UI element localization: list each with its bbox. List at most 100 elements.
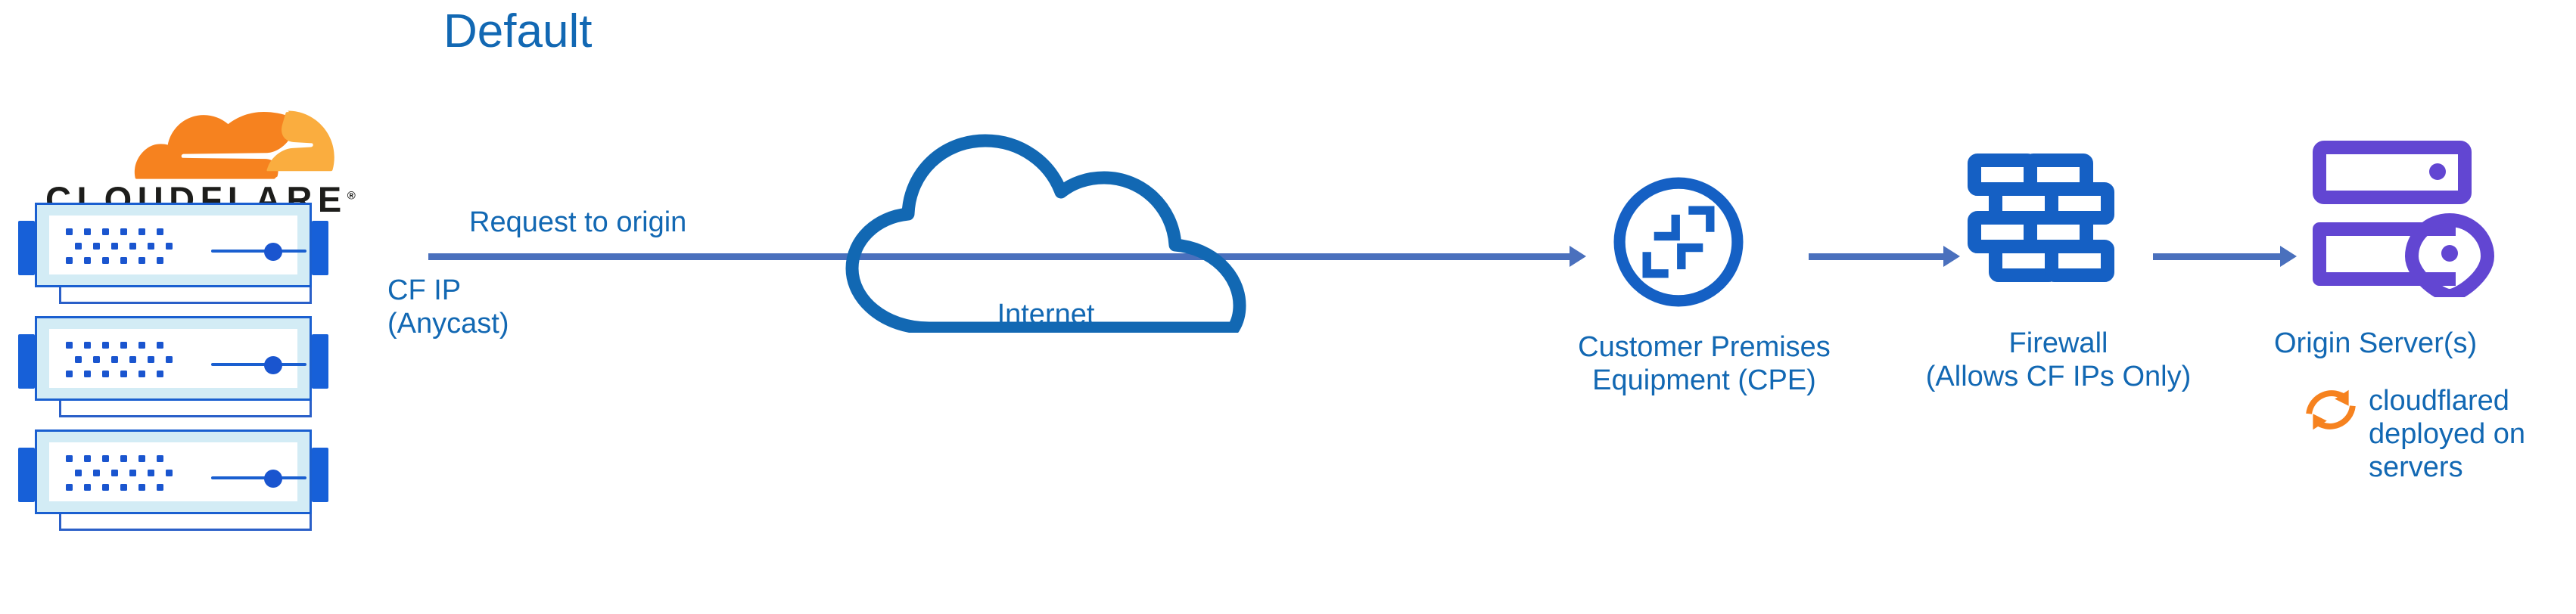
server-port-dot — [166, 356, 173, 363]
origin-server-icon — [2310, 138, 2506, 302]
server-port-dot — [120, 257, 127, 264]
server-mount-ear-right — [312, 334, 328, 389]
server-chassis — [35, 316, 312, 401]
server-port-dot — [102, 455, 109, 462]
router-icon — [1613, 177, 1744, 307]
cloudflare-edge-server — [15, 201, 331, 304]
server-port-dot — [111, 470, 118, 476]
server-status-led — [264, 356, 282, 374]
server-mount-ear-left — [18, 334, 35, 389]
server-port-dot — [157, 257, 163, 264]
server-port-dot — [157, 342, 163, 349]
server-chassis — [35, 203, 312, 287]
internet-label: Internet — [997, 299, 1095, 330]
server-base-shadow — [59, 287, 312, 304]
server-port-dot — [102, 484, 109, 491]
server-faceplate — [49, 216, 306, 274]
server-port-dot — [138, 228, 145, 235]
server-chassis — [35, 429, 312, 514]
server-port-dot — [148, 356, 154, 363]
server-port-dot — [138, 342, 145, 349]
cloudflared-label: cloudflared deployed on servers — [2369, 385, 2526, 484]
server-status-led — [264, 243, 282, 261]
server-port-dot — [102, 371, 109, 377]
server-port-dot — [111, 243, 118, 250]
cpe-label: Customer Premises Equipment (CPE) — [1578, 331, 1831, 397]
cloudflared-sync-icon — [2299, 378, 2363, 442]
arrow-cpe-to-firewall — [1809, 246, 1960, 267]
server-port-dot — [120, 342, 127, 349]
server-port-dot — [148, 470, 154, 476]
sync-arrows-icon — [2306, 389, 2356, 430]
origin-server-label: Origin Server(s) — [2274, 327, 2478, 359]
server-slot-line — [211, 250, 306, 253]
server-port-dot — [120, 484, 127, 491]
internet-cloud: Internet — [840, 113, 1279, 335]
server-port-dot — [75, 243, 82, 250]
server-mount-ear-right — [312, 448, 328, 502]
server-port-dot — [129, 243, 136, 250]
server-port-dot — [93, 470, 100, 476]
server-slot-line — [211, 363, 306, 366]
server-port-dot — [157, 371, 163, 377]
server-port-dot — [84, 455, 91, 462]
server-port-dot — [84, 371, 91, 377]
cf-ip-label: CF IP (Anycast) — [387, 274, 509, 340]
server-port-dot — [102, 342, 109, 349]
server-rack-pin-icon — [2313, 141, 2494, 302]
arrow-internet-to-cpe — [1279, 246, 1586, 267]
server-port-dot — [66, 484, 73, 491]
server-port-dot — [120, 228, 127, 235]
server-port-dot — [166, 243, 173, 250]
server-mount-ear-left — [18, 221, 35, 275]
server-port-dot — [66, 371, 73, 377]
server-port-dot — [84, 484, 91, 491]
server-port-dot — [66, 257, 73, 264]
server-port-dot — [157, 228, 163, 235]
server-port-dot — [138, 455, 145, 462]
server-port-dot — [102, 228, 109, 235]
server-port-dot — [157, 455, 163, 462]
server-port-dot — [148, 243, 154, 250]
server-slot-line — [211, 476, 306, 479]
server-mount-ear-left — [18, 448, 35, 502]
server-port-dot — [166, 470, 173, 476]
server-port-dot — [93, 243, 100, 250]
server-port-dot — [120, 455, 127, 462]
server-port-dot — [84, 228, 91, 235]
server-port-dot — [75, 356, 82, 363]
server-port-dot — [120, 371, 127, 377]
server-port-dot — [138, 484, 145, 491]
server-base-shadow — [59, 401, 312, 417]
server-port-dot — [111, 356, 118, 363]
server-status-led — [264, 470, 282, 488]
server-port-dot — [138, 257, 145, 264]
registered-mark: ® — [347, 189, 356, 203]
firewall-label: Firewall (Allows CF IPs Only) — [1925, 327, 2192, 393]
server-port-dot — [157, 484, 163, 491]
cloud-icon — [845, 134, 1246, 335]
cpe-router-icon — [1607, 170, 1750, 314]
server-port-grid — [66, 342, 179, 383]
request-to-origin-label: Request to origin — [469, 206, 687, 238]
firewall-icon — [1965, 151, 2117, 302]
arrow-edge-to-internet — [428, 253, 1571, 260]
server-port-grid — [66, 228, 179, 269]
server-port-dot — [129, 470, 136, 476]
cloudflare-cloud-icon — [134, 110, 334, 179]
server-port-dot — [102, 257, 109, 264]
server-port-dot — [66, 455, 73, 462]
server-faceplate — [49, 329, 306, 388]
server-base-shadow — [59, 514, 312, 531]
server-mount-ear-right — [312, 221, 328, 275]
page-title: Default — [443, 5, 593, 57]
server-faceplate — [49, 442, 306, 501]
server-port-grid — [66, 455, 179, 496]
server-port-dot — [75, 470, 82, 476]
brick-wall-icon — [1968, 154, 2114, 282]
arrow-firewall-to-origin — [2153, 246, 2297, 267]
server-port-dot — [129, 356, 136, 363]
cloudflare-edge-server — [15, 428, 331, 531]
cloudflare-logo: CLOUDFLARE® — [18, 106, 356, 219]
cloudflare-edge-server — [15, 315, 331, 417]
